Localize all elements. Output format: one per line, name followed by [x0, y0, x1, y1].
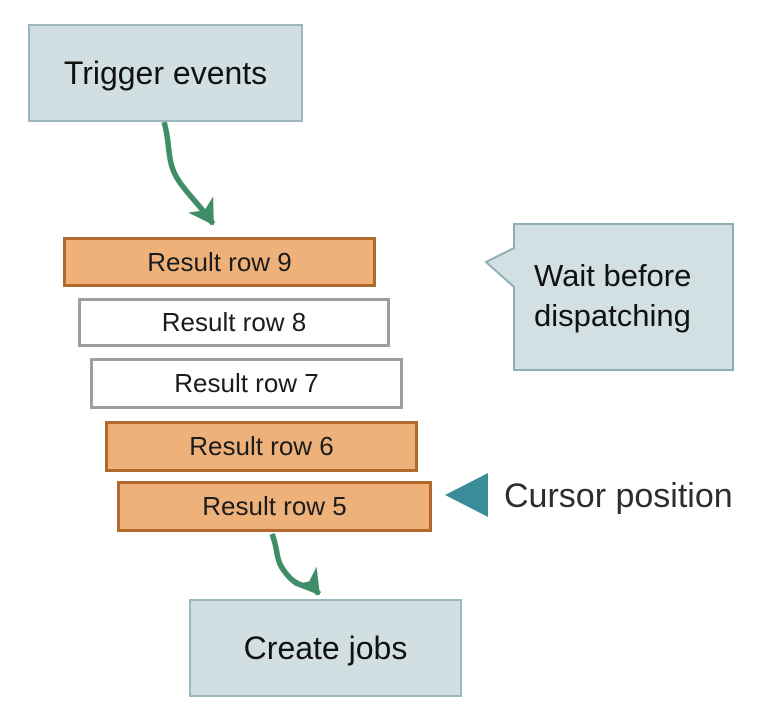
result-row-8: Result row 8	[78, 298, 390, 347]
create-jobs-label: Create jobs	[243, 629, 408, 666]
cursor-position-triangle-icon	[445, 473, 488, 517]
result-row-5: Result row 5	[117, 481, 432, 532]
callout-text: Wait before dispatching	[534, 256, 691, 336]
result-row-5-label: Result row 5	[202, 491, 347, 521]
cursor-position-label: Cursor position	[504, 477, 733, 515]
create-jobs-box: Create jobs	[189, 599, 462, 697]
arrow-trigger-to-rows	[161, 121, 216, 226]
result-row-8-label: Result row 8	[161, 307, 307, 337]
trigger-events-label: Trigger events	[63, 54, 268, 91]
callout-line-1: Wait before	[534, 258, 692, 293]
result-row-6-label: Result row 6	[189, 431, 334, 461]
callout-line-2: dispatching	[534, 298, 691, 333]
trigger-events-box: Trigger events	[28, 24, 303, 122]
result-row-7: Result row 7	[90, 358, 403, 409]
arrow-rows-to-create	[269, 532, 322, 596]
result-row-6: Result row 6	[105, 421, 418, 472]
result-row-7-label: Result row 7	[174, 368, 319, 398]
result-row-9-label: Result row 9	[147, 246, 292, 277]
result-row-9: Result row 9	[63, 237, 376, 287]
